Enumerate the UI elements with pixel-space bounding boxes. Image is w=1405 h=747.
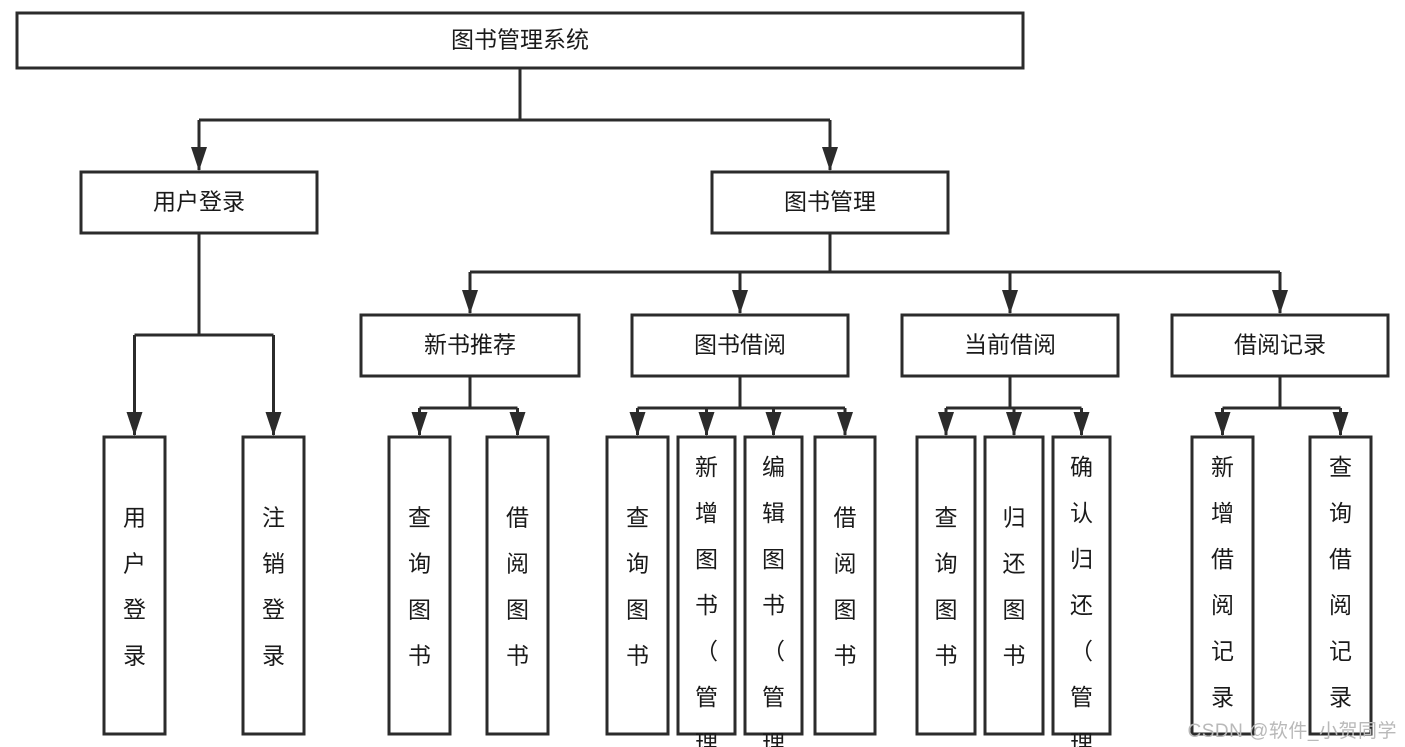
connectors-layer	[126, 68, 1349, 436]
node-leaf-1-label: 注销登录	[262, 505, 285, 669]
conn-root-arrow-0	[191, 147, 207, 171]
node-level3-1-label: 图书借阅	[694, 332, 786, 358]
node-leaf-7[interactable]: 借阅图书	[813, 435, 877, 736]
node-leaf-11-box	[1190, 435, 1255, 736]
conn-l3-1-arrow-1	[698, 412, 715, 436]
node-level2-0-label: 用户登录	[153, 189, 245, 215]
node-leaf-5-label: 新增图书（管理员）	[695, 454, 718, 747]
node-level3-0[interactable]: 新书推荐	[359, 313, 581, 378]
node-leaf-8-label: 查询图书	[935, 505, 958, 669]
node-root-system-box	[15, 11, 1025, 70]
node-leaf-0-label: 用户登录	[123, 505, 146, 669]
node-level3-0-label: 新书推荐	[424, 332, 516, 358]
conn-l3-3-arrow-1	[1332, 412, 1349, 436]
conn-l3-3-arrow-0	[1214, 412, 1231, 436]
node-leaf-1[interactable]: 注销登录	[241, 435, 306, 736]
node-leaf-2[interactable]: 查询图书	[387, 435, 452, 736]
node-level2-0-box	[79, 170, 319, 235]
node-leaf-4-box	[605, 435, 670, 736]
node-leaf-7-box	[813, 435, 877, 736]
node-leaf-9-box	[983, 435, 1045, 736]
node-level3-3[interactable]: 借阅记录	[1170, 313, 1390, 378]
conn-user-login-arrow-0	[126, 412, 143, 436]
node-root-system[interactable]: 图书管理系统	[15, 11, 1025, 70]
conn-book-mgmt-arrow-0	[462, 290, 478, 314]
conn-l3-1-arrow-3	[837, 412, 853, 436]
node-leaf-3-label: 借阅图书	[506, 505, 529, 669]
node-leaf-5-box	[676, 435, 737, 736]
node-leaf-1-box	[241, 435, 306, 736]
conn-book-mgmt-arrow-1	[732, 290, 748, 314]
conn-l3-2-arrow-2	[1073, 412, 1090, 436]
node-leaf-9[interactable]: 归还图书	[983, 435, 1045, 736]
node-leaf-7-label: 借阅图书	[834, 505, 857, 669]
nodes-layer: 图书管理系统用户登录图书管理新书推荐图书借阅当前借阅借阅记录用户登录注销登录查询…	[15, 11, 1390, 747]
node-leaf-9-label: 归还图书	[1003, 505, 1026, 669]
node-leaf-10-label: 确认归还（管理员）	[1070, 454, 1093, 747]
node-leaf-6-box	[743, 435, 804, 736]
node-level3-2[interactable]: 当前借阅	[900, 313, 1120, 378]
node-leaf-11[interactable]: 新增借阅记录	[1190, 435, 1255, 736]
node-level3-2-box	[900, 313, 1120, 378]
node-level2-1-box	[710, 170, 950, 235]
node-leaf-0-box	[102, 435, 167, 736]
node-leaf-0[interactable]: 用户登录	[102, 435, 167, 736]
node-level2-1-label: 图书管理	[784, 189, 876, 215]
node-leaf-10-box	[1051, 435, 1112, 736]
conn-l3-2-arrow-1	[1006, 412, 1022, 436]
conn-l3-1-arrow-2	[765, 412, 782, 436]
node-leaf-6-label: 编辑图书（管理员）	[762, 454, 785, 747]
node-leaf-6[interactable]: 编辑图书（管理员）	[743, 435, 804, 747]
node-level3-1[interactable]: 图书借阅	[630, 313, 850, 378]
node-root-system-label: 图书管理系统	[451, 27, 589, 53]
node-leaf-2-label: 查询图书	[408, 505, 431, 669]
node-level3-3-label: 借阅记录	[1234, 332, 1326, 358]
conn-root-arrow-1	[822, 147, 838, 171]
node-level3-3-box	[1170, 313, 1390, 378]
conn-l3-0-arrow-1	[509, 412, 526, 436]
node-leaf-12-box	[1308, 435, 1373, 736]
conn-book-mgmt-arrow-3	[1272, 290, 1288, 314]
node-leaf-5[interactable]: 新增图书（管理员）	[676, 435, 737, 747]
node-level2-0[interactable]: 用户登录	[79, 170, 319, 235]
node-level3-2-label: 当前借阅	[964, 332, 1056, 358]
node-leaf-12-label: 查询借阅记录	[1329, 454, 1352, 710]
node-leaf-3[interactable]: 借阅图书	[485, 435, 550, 736]
node-level2-1[interactable]: 图书管理	[710, 170, 950, 235]
node-level3-0-box	[359, 313, 581, 378]
node-level3-1-box	[630, 313, 850, 378]
node-leaf-4-label: 查询图书	[626, 505, 649, 669]
node-leaf-12[interactable]: 查询借阅记录	[1308, 435, 1373, 736]
node-leaf-8-box	[915, 435, 977, 736]
conn-l3-2-arrow-0	[938, 412, 954, 436]
node-leaf-4[interactable]: 查询图书	[605, 435, 670, 736]
conn-book-mgmt-arrow-2	[1002, 290, 1018, 314]
node-leaf-10[interactable]: 确认归还（管理员）	[1051, 435, 1112, 747]
node-leaf-2-box	[387, 435, 452, 736]
conn-l3-1-arrow-0	[629, 412, 646, 436]
watermark-text: CSDN @软件_小贺同学	[1187, 721, 1397, 742]
node-leaf-11-label: 新增借阅记录	[1211, 454, 1234, 710]
conn-user-login-arrow-1	[265, 412, 282, 436]
node-leaf-3-box	[485, 435, 550, 736]
conn-l3-0-arrow-0	[411, 412, 428, 436]
node-leaf-8[interactable]: 查询图书	[915, 435, 977, 736]
